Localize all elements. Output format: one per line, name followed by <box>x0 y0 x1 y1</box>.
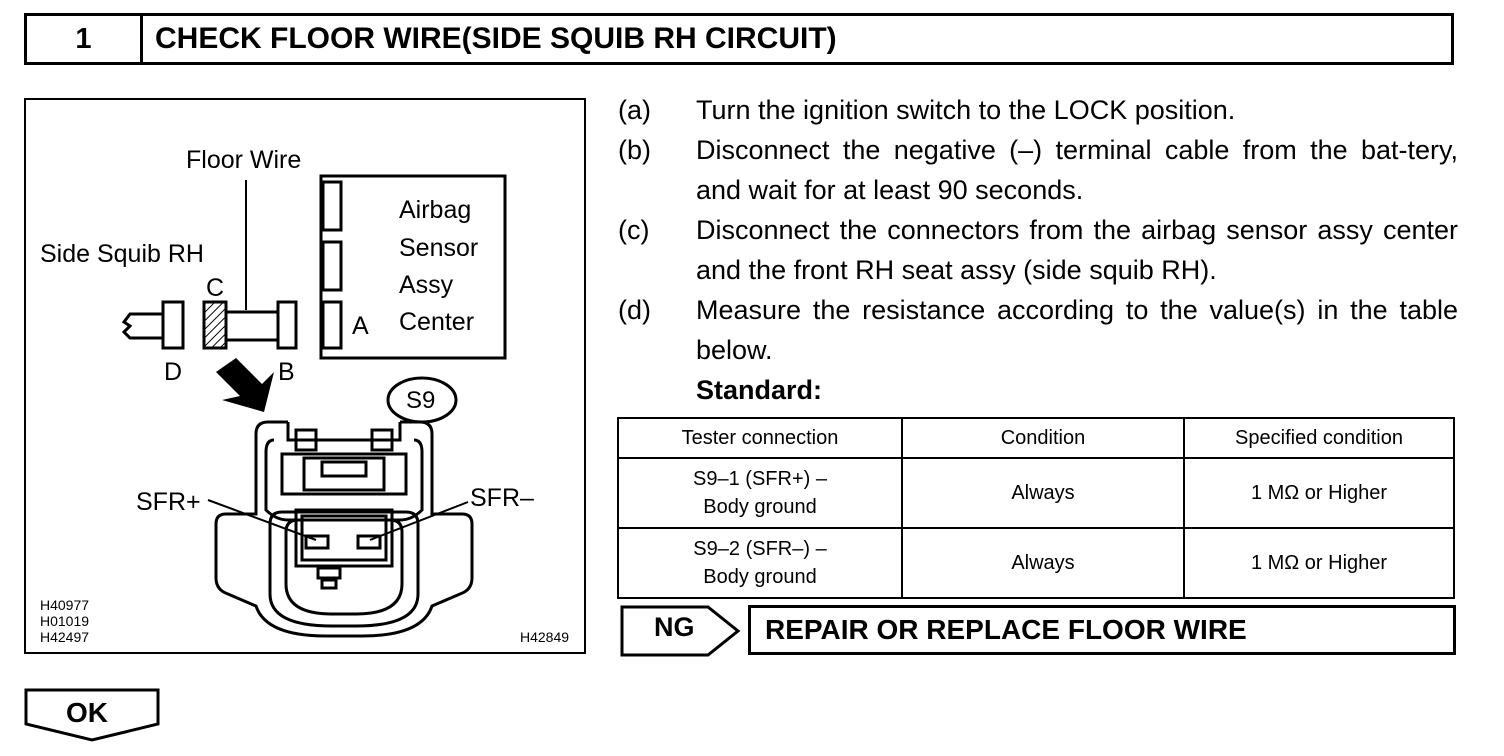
connector-d <box>161 300 185 350</box>
floor-wire-label: Floor Wire <box>186 146 301 174</box>
svg-text:Assy: Assy <box>399 271 454 299</box>
instruction-item: (b) Disconnect the negative (–) terminal… <box>618 135 1458 205</box>
sfr-plus-label: SFR+ <box>136 488 201 516</box>
label-a: A <box>352 312 369 340</box>
condition-cell: Always <box>901 457 1185 529</box>
label-c: C <box>206 274 224 302</box>
direction-arrow-icon <box>216 358 274 412</box>
sfr-minus-label: SFR– <box>470 484 534 512</box>
connector-b <box>276 300 298 350</box>
side-squib-label: Side Squib RH <box>40 240 204 268</box>
step-number: 1 <box>27 16 143 62</box>
svg-text:Sensor: Sensor <box>399 234 478 262</box>
column-header: Tester connection <box>617 417 903 459</box>
tester-connection-cell: S9–2 (SFR–) –Body ground <box>617 527 903 599</box>
column-header: Specified condition <box>1183 417 1455 459</box>
step-title: CHECK FLOOR WIRE(SIDE SQUIB RH CIRCUIT) <box>155 22 837 55</box>
svg-text:Airbag: Airbag <box>399 196 471 224</box>
connector-face <box>214 420 474 638</box>
connector-illustration: Floor Wire Side Squib RH Airbag Sensor A… <box>40 146 569 645</box>
s9-label-ellipse <box>386 376 458 424</box>
svg-text:Center: Center <box>399 308 474 336</box>
airbag-sensor-box <box>319 174 507 360</box>
standard-label: Standard: <box>696 375 823 405</box>
table-header-row: Tester connection Condition Specified co… <box>617 417 1455 459</box>
label-b: B <box>278 358 295 386</box>
spec-cell: 1 MΩ or Higher <box>1183 457 1455 529</box>
ok-arrow-tag <box>24 688 160 742</box>
condition-cell: Always <box>901 527 1185 599</box>
ok-label: OK <box>66 697 108 728</box>
table-row: S9–2 (SFR–) –Body ground Always 1 MΩ or … <box>617 527 1455 599</box>
figure-code: H42497 <box>40 629 89 645</box>
ng-arrow-tag <box>620 605 741 657</box>
spec-table: Tester connection Condition Specified co… <box>617 417 1455 599</box>
label-d: D <box>164 358 182 386</box>
step-header: 1 CHECK FLOOR WIRE(SIDE SQUIB RH CIRCUIT… <box>24 13 1454 65</box>
instructions: (a) Turn the ignition switch to the LOCK… <box>618 90 1458 410</box>
instruction-item: (a) Turn the ignition switch to the LOCK… <box>618 95 1236 125</box>
wiring-figure: Floor Wire Side Squib RH Airbag Sensor A… <box>24 98 586 654</box>
instruction-item: (d) Measure the resistance according to … <box>618 295 1458 365</box>
connector-label: S9 <box>406 387 435 414</box>
figure-code-right: H42849 <box>520 629 569 645</box>
ng-label: NG <box>654 612 695 642</box>
tester-connection-cell: S9–1 (SFR+) –Body ground <box>617 457 903 529</box>
ng-action: REPAIR OR REPLACE FLOOR WIRE <box>748 605 1456 655</box>
table-row: S9–1 (SFR+) –Body ground Always 1 MΩ or … <box>617 457 1455 529</box>
column-header: Condition <box>901 417 1185 459</box>
figure-code: H40977 <box>40 597 89 613</box>
figure-code: H01019 <box>40 613 89 629</box>
instruction-item: (c) Disconnect the connectors from the a… <box>618 215 1458 285</box>
spec-cell: 1 MΩ or Higher <box>1183 527 1455 599</box>
